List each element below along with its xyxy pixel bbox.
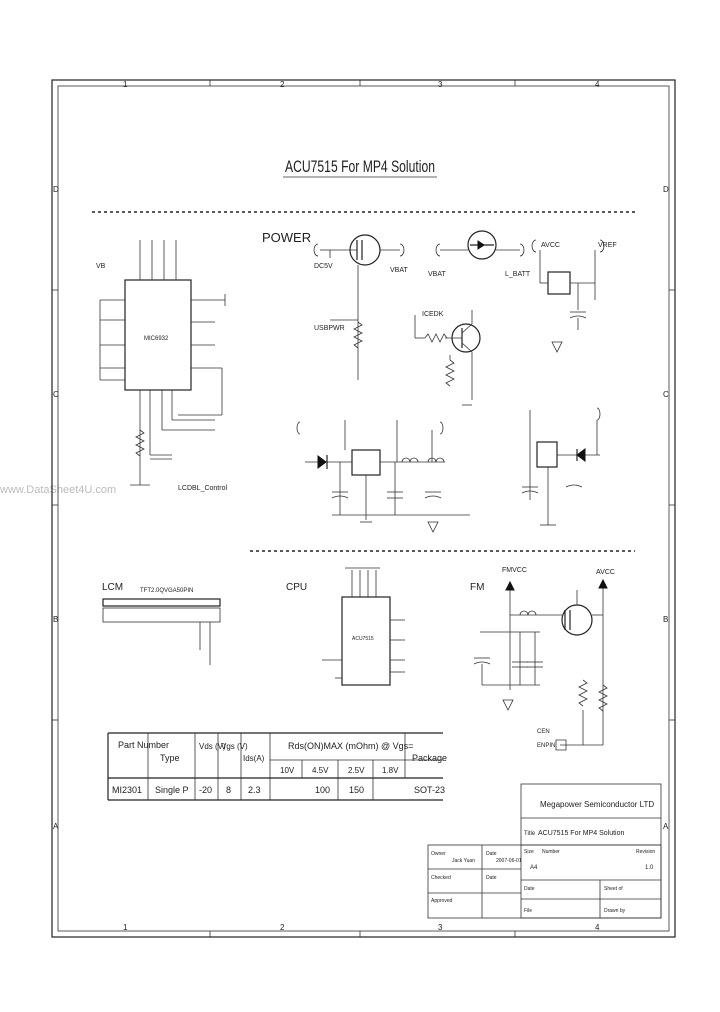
row-vds: -20 <box>199 785 212 795</box>
zone-row-c: C <box>53 390 59 399</box>
lcm-part-label: TFT2.0QVGA50PIN <box>140 588 193 594</box>
zone-row-c-right: C <box>663 390 669 399</box>
outer-border <box>51 79 676 938</box>
title-block-number-label: Number <box>542 849 560 855</box>
icedk-label: ICEDK <box>422 311 444 318</box>
cpu-chip: ACU7515 <box>322 567 405 686</box>
title-block-owner-label: Owner <box>431 851 446 857</box>
rds-col-10v: 10V <box>280 766 295 775</box>
lcm-section-label: LCM <box>102 582 123 593</box>
title-block-checked-label: Checked <box>431 875 451 881</box>
fm-enpin-label: ENPIN <box>537 743 555 749</box>
charger-ic: MIC6932 <box>99 240 226 486</box>
row-ids: 2.3 <box>248 785 261 795</box>
cpu-section-label: CPU <box>286 582 307 593</box>
title-block-sheet-label: Sheet of <box>604 886 623 892</box>
title-block-size-value: A4 <box>530 865 538 871</box>
title-block-approved-label: Approved <box>431 898 453 904</box>
zone-col-4: 4 <box>595 80 600 89</box>
title-block-company: Megapower Semiconductor LTD <box>540 800 654 809</box>
title-block-title-label: Title <box>524 831 536 837</box>
title-block <box>427 783 662 919</box>
power-section-label: POWER <box>262 230 311 245</box>
power-mosfet <box>313 234 405 380</box>
zone-row-b: B <box>53 615 58 624</box>
lcd-control-label: LCDBL_Control <box>178 485 227 492</box>
schematic-title: ACU7515 For MP4 Solution <box>285 157 435 176</box>
lcm-connector <box>102 598 221 665</box>
table-header-vgs: Vgs (V) <box>221 742 248 751</box>
zone-ticks <box>52 80 675 937</box>
icedk-transistor <box>414 310 481 406</box>
row-vgs: 8 <box>226 785 231 795</box>
zone-col-1-bottom: 1 <box>123 923 128 932</box>
zone-row-a-right: A <box>663 822 669 831</box>
table-header-package: Package <box>412 753 447 763</box>
vref-label: VREF <box>598 242 617 249</box>
title-block-owner-value: Jack Yuan <box>452 858 475 864</box>
svg-text:MIC6932: MIC6932 <box>144 336 169 342</box>
part-table <box>107 732 443 801</box>
rds-col-2v5: 2.5V <box>348 766 365 775</box>
fm-cen-label: CEN <box>537 729 550 735</box>
row-part: MI2301 <box>112 785 142 795</box>
title-block-size-label: Size <box>524 849 534 855</box>
zone-row-b-right: B <box>663 615 668 624</box>
svg-text:ACU7515: ACU7515 <box>352 636 374 642</box>
rds-col-4v5: 4.5V <box>312 766 329 775</box>
rds-col-1v8: 1.8V <box>382 766 399 775</box>
ldo-regulator <box>521 407 601 526</box>
zone-col-1: 1 <box>123 80 128 89</box>
zone-col-3-bottom: 3 <box>438 923 443 932</box>
zone-col-4-bottom: 4 <box>595 923 600 932</box>
title-block-title-value: ACU7515 For MP4 Solution <box>538 830 624 837</box>
row-rds-2v5: 150 <box>349 785 364 795</box>
title-block-date3-label: Date <box>486 875 497 881</box>
title-block-date2-label: Date <box>486 851 497 857</box>
battery-mosfet <box>435 230 525 260</box>
table-header-ids: Ids(A) <box>243 754 265 763</box>
zone-row-a: A <box>53 822 59 831</box>
title-block-revision-value: 1.0 <box>645 865 654 871</box>
avcc-label: AVCC <box>541 242 560 249</box>
usbpwr-label: USBPWR <box>314 325 345 332</box>
table-header-part: Part Number <box>118 740 169 750</box>
zone-row-d-right: D <box>663 185 669 194</box>
vb-label: VB <box>96 263 106 270</box>
title-block-drawn-label: Drawn by <box>604 908 626 914</box>
fm-section-label: FM <box>470 582 484 593</box>
fm-vcc-label: FMVCC <box>502 567 527 574</box>
vref-regulator <box>531 239 605 353</box>
table-header-type: Type <box>160 753 180 763</box>
fm-circuit <box>473 578 608 751</box>
row-package: SOT-23 <box>414 785 445 795</box>
dcdc-converter <box>296 420 470 533</box>
dc5v-label: DC5V <box>314 263 333 270</box>
inner-border <box>57 85 670 932</box>
table-header-vds: Vds (V) <box>199 742 226 751</box>
zone-row-d: D <box>53 185 59 194</box>
l-batt-label: L_BATT <box>505 271 531 278</box>
title-block-revision-label: Revision <box>636 849 655 855</box>
zone-col-3: 3 <box>438 80 443 89</box>
row-rds-4v5: 100 <box>315 785 330 795</box>
zone-col-2: 2 <box>280 80 285 89</box>
fm-avcc-label: AVCC <box>596 569 615 576</box>
vbat2-label: VBAT <box>428 271 446 278</box>
zone-col-2-bottom: 2 <box>280 923 285 932</box>
row-type: Single P <box>155 785 189 795</box>
title-block-file-label: File <box>524 908 532 914</box>
title-block-date-label: Date <box>524 886 535 892</box>
table-header-rds: Rds(ON)MAX (mOhm) @ Vgs= <box>288 741 413 751</box>
title-block-date-value: 2007-06-01 <box>496 858 522 864</box>
vbat-label: VBAT <box>390 267 408 274</box>
